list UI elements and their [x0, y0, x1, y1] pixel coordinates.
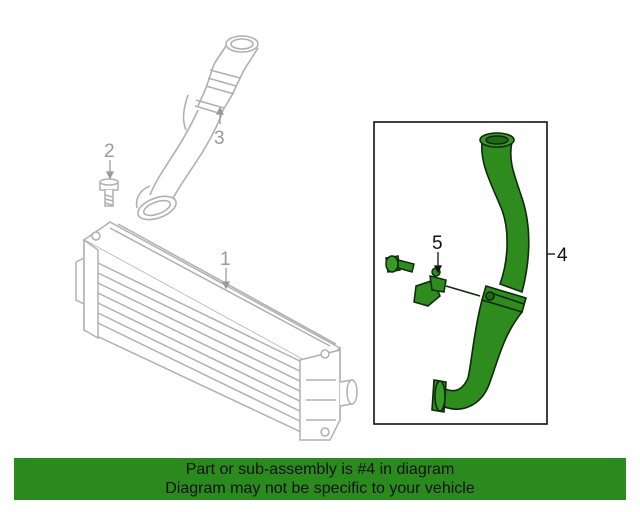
- info-banner: Part or sub-assembly is #4 in diagram Di…: [14, 458, 626, 500]
- banner-line-1: Part or sub-assembly is #4 in diagram: [185, 461, 455, 478]
- part-4-intercooler-hose[interactable]: [431, 132, 530, 413]
- callout-4: 4: [557, 245, 568, 266]
- part-2-screw[interactable]: [99, 178, 119, 207]
- callout-leaders: [105, 106, 555, 290]
- part-1-intercooler[interactable]: [75, 221, 358, 442]
- parts-diagram: 2 3 1 5 4: [75, 35, 568, 442]
- part-5-sensor[interactable]: [413, 267, 481, 307]
- part-4-highlight-frame: [373, 121, 548, 425]
- bolt[interactable]: [385, 255, 415, 273]
- callout-2: 2: [104, 141, 115, 162]
- callout-3: 3: [214, 128, 225, 149]
- callout-5: 5: [432, 233, 443, 254]
- banner-line-2: Diagram may not be specific to your vehi…: [165, 480, 475, 497]
- part-3-intake-pipe[interactable]: [135, 35, 259, 224]
- callout-1: 1: [220, 249, 231, 270]
